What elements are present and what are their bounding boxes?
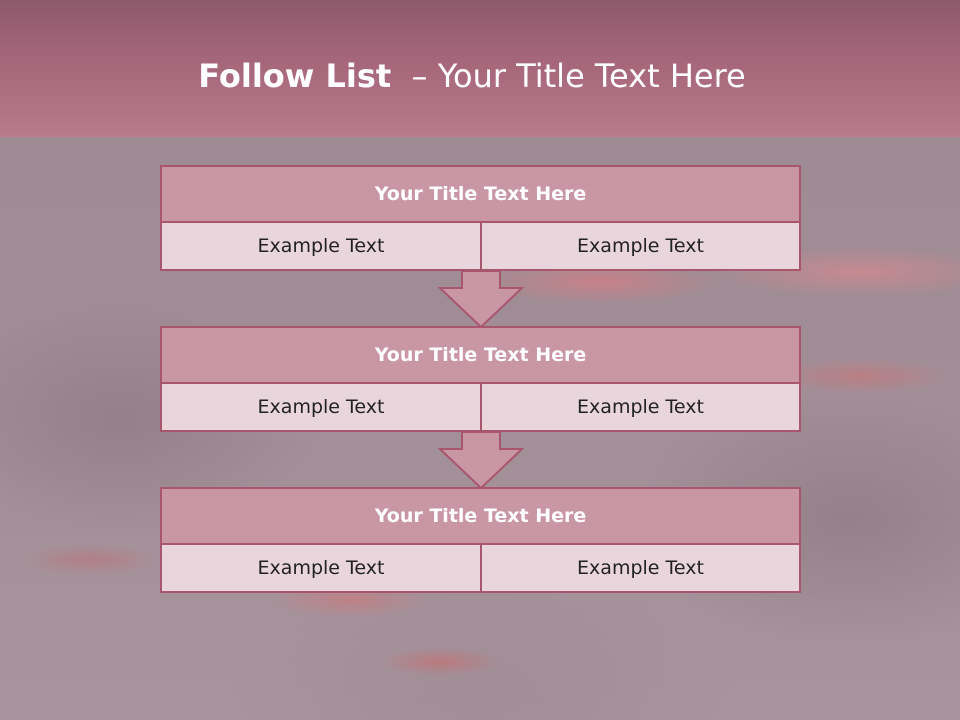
step-3-right-text: Example Text xyxy=(482,545,799,591)
step-box-3: Your Title Text Here Example Text Exampl… xyxy=(160,487,801,593)
title-banner: Follow List – Your Title Text Here xyxy=(0,0,960,137)
down-arrow-icon xyxy=(438,431,524,489)
step-3-left-text: Example Text xyxy=(162,545,482,591)
step-1-right-text: Example Text xyxy=(482,223,799,269)
step-box-2: Your Title Text Here Example Text Exampl… xyxy=(160,326,801,432)
step-box-1: Your Title Text Here Example Text Exampl… xyxy=(160,165,801,271)
step-2-left-text: Example Text xyxy=(162,384,482,430)
step-title-3: Your Title Text Here xyxy=(162,489,799,545)
step-1-left-text: Example Text xyxy=(162,223,482,269)
page-title: Follow List – Your Title Text Here xyxy=(0,54,944,98)
step-title-2: Your Title Text Here xyxy=(162,328,799,384)
page-title-rest: – Your Title Text Here xyxy=(411,57,746,95)
step-title-1: Your Title Text Here xyxy=(162,167,799,223)
page-title-bold: Follow List xyxy=(198,57,392,95)
step-2-right-text: Example Text xyxy=(482,384,799,430)
down-arrow-icon xyxy=(438,270,524,328)
